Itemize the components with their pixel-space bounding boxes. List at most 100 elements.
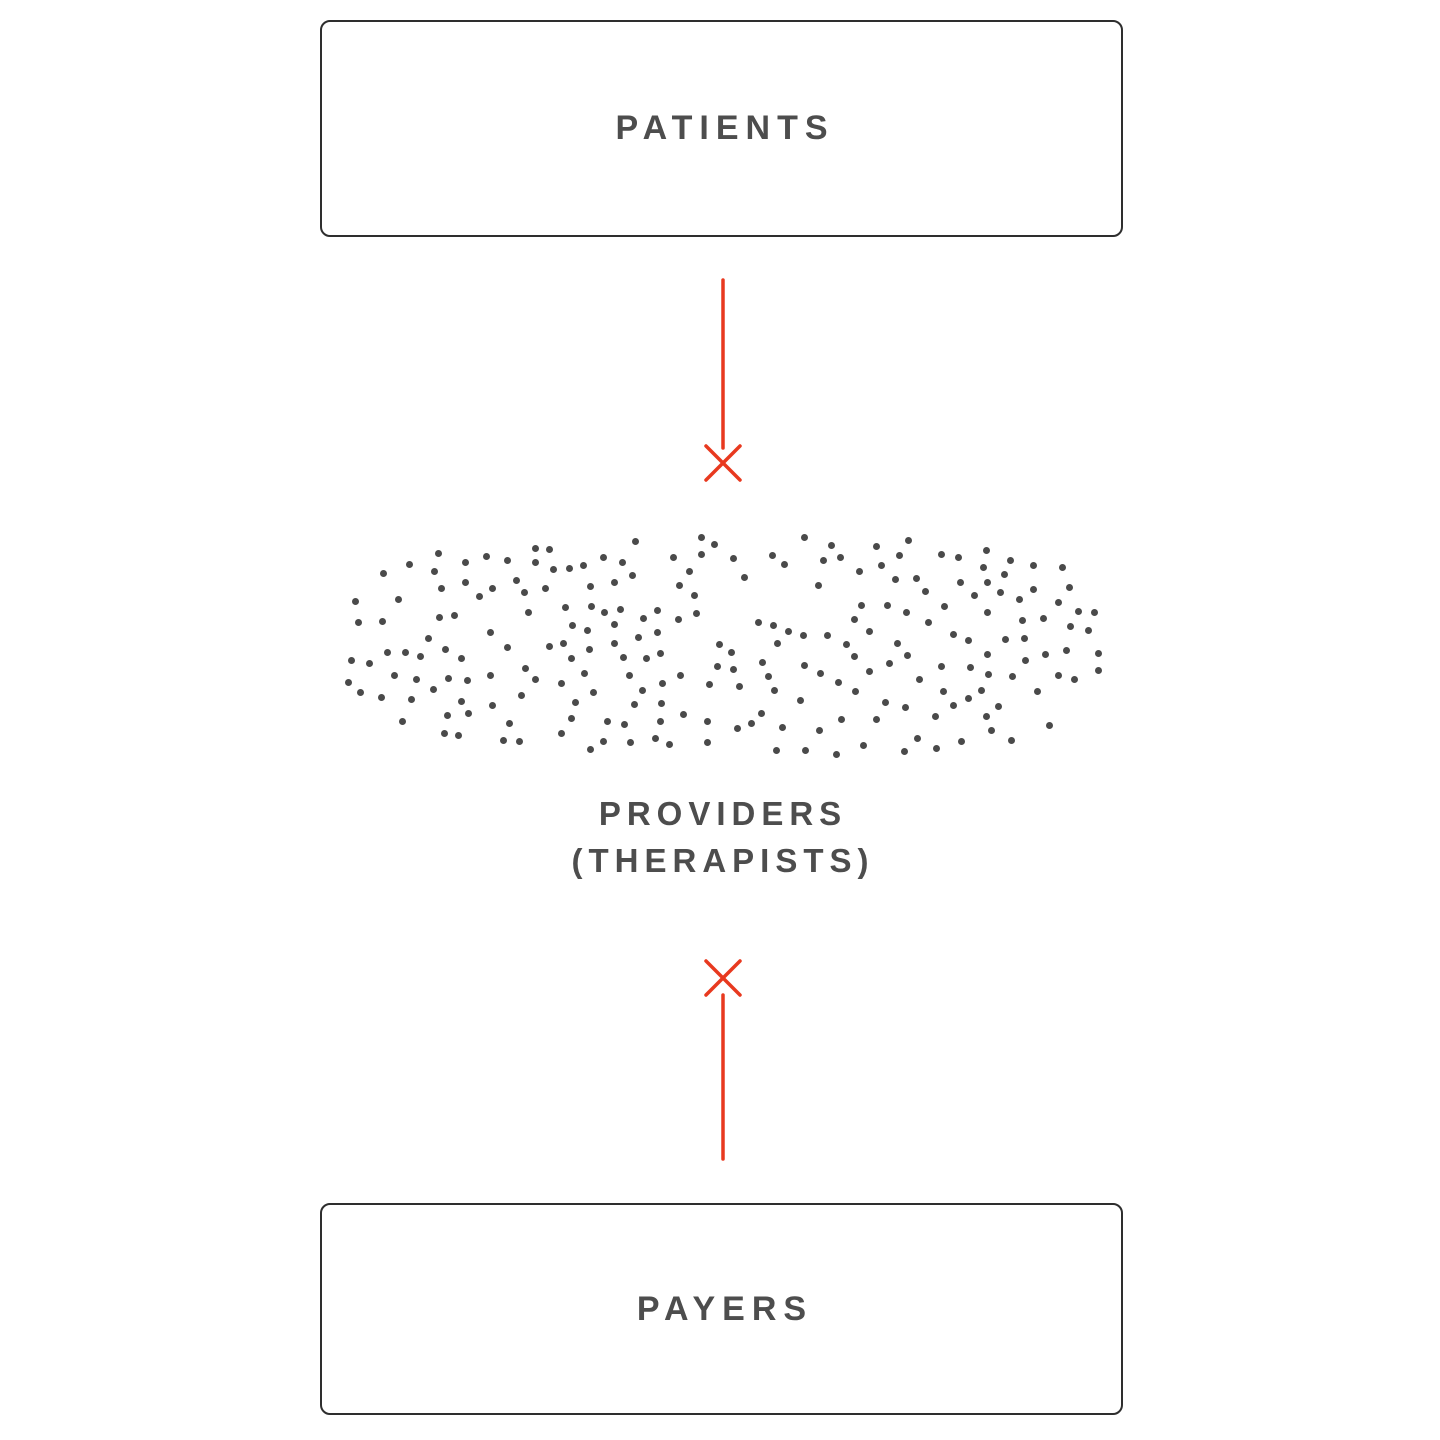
provider-dot (462, 558, 470, 566)
provider-dot (977, 687, 985, 695)
provider-dot (643, 654, 651, 662)
provider-dot (425, 634, 433, 642)
provider-dot (416, 652, 424, 660)
provider-dot (677, 672, 685, 680)
provider-dot (463, 677, 471, 685)
provider-dot (408, 696, 416, 704)
provider-dot (706, 681, 714, 689)
provider-dot (967, 664, 975, 672)
provider-dot (838, 715, 846, 723)
provider-dot (817, 669, 825, 677)
patients-box-label: PATIENTS (615, 109, 835, 147)
provider-dot (626, 671, 634, 679)
provider-dot (866, 668, 874, 676)
provider-dot (801, 534, 809, 542)
providers-label-line2: (THERAPISTS) (571, 842, 875, 879)
provider-dot (940, 688, 948, 696)
provider-dot (657, 718, 665, 726)
provider-dot (983, 578, 991, 586)
provider-dot (949, 630, 957, 638)
provider-dot (379, 617, 387, 625)
provider-dot (956, 579, 964, 587)
provider-dot (436, 613, 444, 621)
provider-dot (675, 616, 683, 624)
provider-dot (860, 741, 868, 749)
provider-dot (587, 583, 595, 591)
provider-dot (704, 739, 712, 747)
provider-dot (558, 679, 566, 687)
provider-dot (781, 560, 789, 568)
provider-dot (913, 735, 921, 743)
provider-dot (516, 738, 524, 746)
provider-dot (1022, 657, 1030, 665)
provider-dot (851, 653, 859, 661)
provider-dot (379, 569, 387, 577)
provider-dot (656, 649, 664, 657)
provider-dot (698, 551, 706, 559)
provider-dot (638, 687, 646, 695)
provider-dot (824, 632, 832, 640)
provider-dot (640, 615, 648, 623)
provider-dot (964, 695, 972, 703)
provider-dot (729, 555, 737, 563)
provider-dot (932, 712, 940, 720)
provider-dot (883, 601, 891, 609)
provider-dot (759, 659, 767, 667)
provider-dot (629, 572, 637, 580)
provider-dot (827, 542, 835, 550)
provider-dot (390, 671, 398, 679)
provider-dot (800, 631, 808, 639)
provider-dot (1015, 595, 1023, 603)
payers-box-label: PAYERS (636, 1289, 814, 1328)
provider-dot (816, 726, 824, 734)
provider-dot (464, 710, 472, 718)
providers-label: PROVIDERS (THERAPISTS) (0, 790, 1440, 884)
provider-dot (631, 538, 639, 546)
provider-dot (995, 703, 1003, 711)
provider-dot (412, 675, 420, 683)
provider-dot (784, 628, 792, 636)
provider-dot (690, 592, 698, 599)
provider-dot (736, 682, 744, 690)
provider-dot (772, 747, 780, 755)
provider-dot (921, 588, 929, 596)
provider-dot (550, 566, 558, 574)
provider-dot (611, 578, 619, 586)
provider-dot (1075, 608, 1083, 616)
provider-dot (401, 649, 409, 657)
provider-dot (1020, 634, 1028, 642)
provider-dot (455, 731, 463, 739)
provider-dot (893, 639, 901, 647)
provider-dot (1008, 673, 1016, 681)
provider-dot (399, 717, 407, 725)
provider-dot (560, 639, 568, 647)
provider-dot (902, 703, 910, 711)
provider-dot (954, 554, 962, 562)
provider-dot (1046, 722, 1054, 730)
provider-dot (802, 746, 810, 754)
provider-dot (758, 710, 766, 718)
provider-dot (651, 734, 659, 742)
provider-dot (522, 665, 530, 673)
provider-dot (685, 568, 693, 576)
provider-dot (610, 620, 618, 628)
provider-dot (983, 650, 991, 658)
provider-dot (924, 619, 932, 627)
provider-dots (345, 533, 1103, 759)
provider-dot (347, 656, 355, 664)
provider-dot (1067, 623, 1075, 631)
provider-dot (866, 628, 874, 636)
provider-dot (571, 699, 579, 707)
provider-dot (1007, 737, 1015, 745)
provider-dot (1018, 616, 1026, 624)
provider-dot (366, 660, 374, 668)
provider-dot (568, 714, 576, 722)
provider-dot (383, 648, 391, 656)
provider-dot (583, 626, 591, 634)
provider-dot (832, 751, 840, 759)
provider-dot (476, 593, 484, 601)
provider-dot (857, 602, 865, 610)
provider-dot (569, 622, 577, 630)
provider-dot (631, 700, 639, 708)
